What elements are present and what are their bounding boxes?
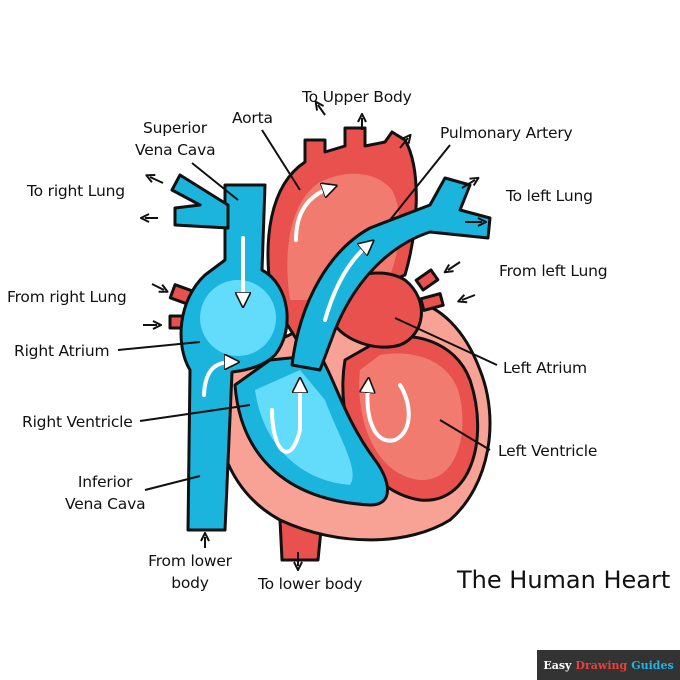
label-left-ventricle: Left Ventricle (498, 442, 598, 460)
label-left-atrium: Left Atrium (503, 359, 587, 377)
arrow-from-right-lung-1 (151, 283, 164, 290)
left-pulmonary-vein-1 (414, 268, 440, 292)
left-pulmonary-vein-2 (419, 292, 445, 312)
label-right-atrium: Right Atrium (14, 342, 110, 360)
label-inferior-vena-cava-line1: Inferior (77, 473, 133, 491)
leader-right-ventricle (139, 404, 251, 422)
right-ventricle-inner (255, 370, 353, 485)
right-pulmonary-artery-branches (170, 173, 230, 230)
label-from-left-lung: From left Lung (499, 262, 608, 280)
leader-aorta (261, 129, 301, 191)
logo-word-easy: Easy (543, 658, 572, 672)
arrow-left-lung-1 (461, 180, 475, 189)
arrow-right-lung-1 (150, 177, 164, 184)
logo-word-guides: Guides (631, 658, 674, 672)
arrow-from-left-lung-1 (448, 261, 461, 270)
leader-svc (191, 162, 239, 201)
label-from-lower-body-line1: From lower (148, 552, 232, 570)
label-aorta: Aorta (232, 109, 273, 127)
leader-ivc (144, 475, 201, 491)
leader-pulmonary (389, 144, 451, 221)
label-superior-vena-cava: Superior Vena Cava (135, 117, 216, 161)
label-from-lower-body-line2: body (171, 574, 209, 592)
label-superior-vena-cava-line2: Vena Cava (135, 141, 216, 159)
leader-left-ventricle (439, 419, 491, 451)
label-to-lower-body: To lower body (258, 575, 363, 593)
label-inferior-vena-cava-line2: Vena Cava (65, 495, 146, 513)
label-to-left-lung: To left Lung (506, 187, 593, 205)
label-superior-vena-cava-line1: Superior (143, 119, 207, 137)
pulmonary-artery (290, 176, 492, 372)
flow-arrow-pa (323, 245, 368, 322)
flow-arrow-rv (270, 385, 300, 454)
left-ventricle-inner (359, 353, 463, 481)
label-from-lower-body: From lower body (140, 550, 240, 594)
flow-arrow-ra (202, 362, 232, 397)
arrow-upper-body-1 (318, 105, 326, 116)
leader-left-atrium (394, 317, 498, 366)
arrow-from-left-lung-2 (462, 294, 476, 300)
label-pulmonary-artery: Pulmonary Artery (440, 124, 573, 142)
leader-right-atrium (117, 341, 201, 351)
diagram-title: The Human Heart (457, 566, 671, 594)
right-atrium-inner (200, 280, 276, 356)
logo-word-drawing: Drawing (575, 658, 628, 672)
flow-arrow-aorta (294, 188, 330, 242)
label-right-ventricle: Right Ventricle (22, 413, 133, 431)
label-from-right-lung: From right Lung (7, 288, 127, 306)
flow-arrow-lv (367, 385, 411, 443)
label-to-upper-body: To Upper Body (302, 88, 412, 106)
label-inferior-vena-cava: Inferior Vena Cava (65, 471, 146, 515)
label-to-right-lung: To right Lung (27, 182, 125, 200)
arrow-upper-body-3 (399, 138, 408, 149)
brand-logo[interactable]: Easy Drawing Guides (537, 650, 680, 680)
